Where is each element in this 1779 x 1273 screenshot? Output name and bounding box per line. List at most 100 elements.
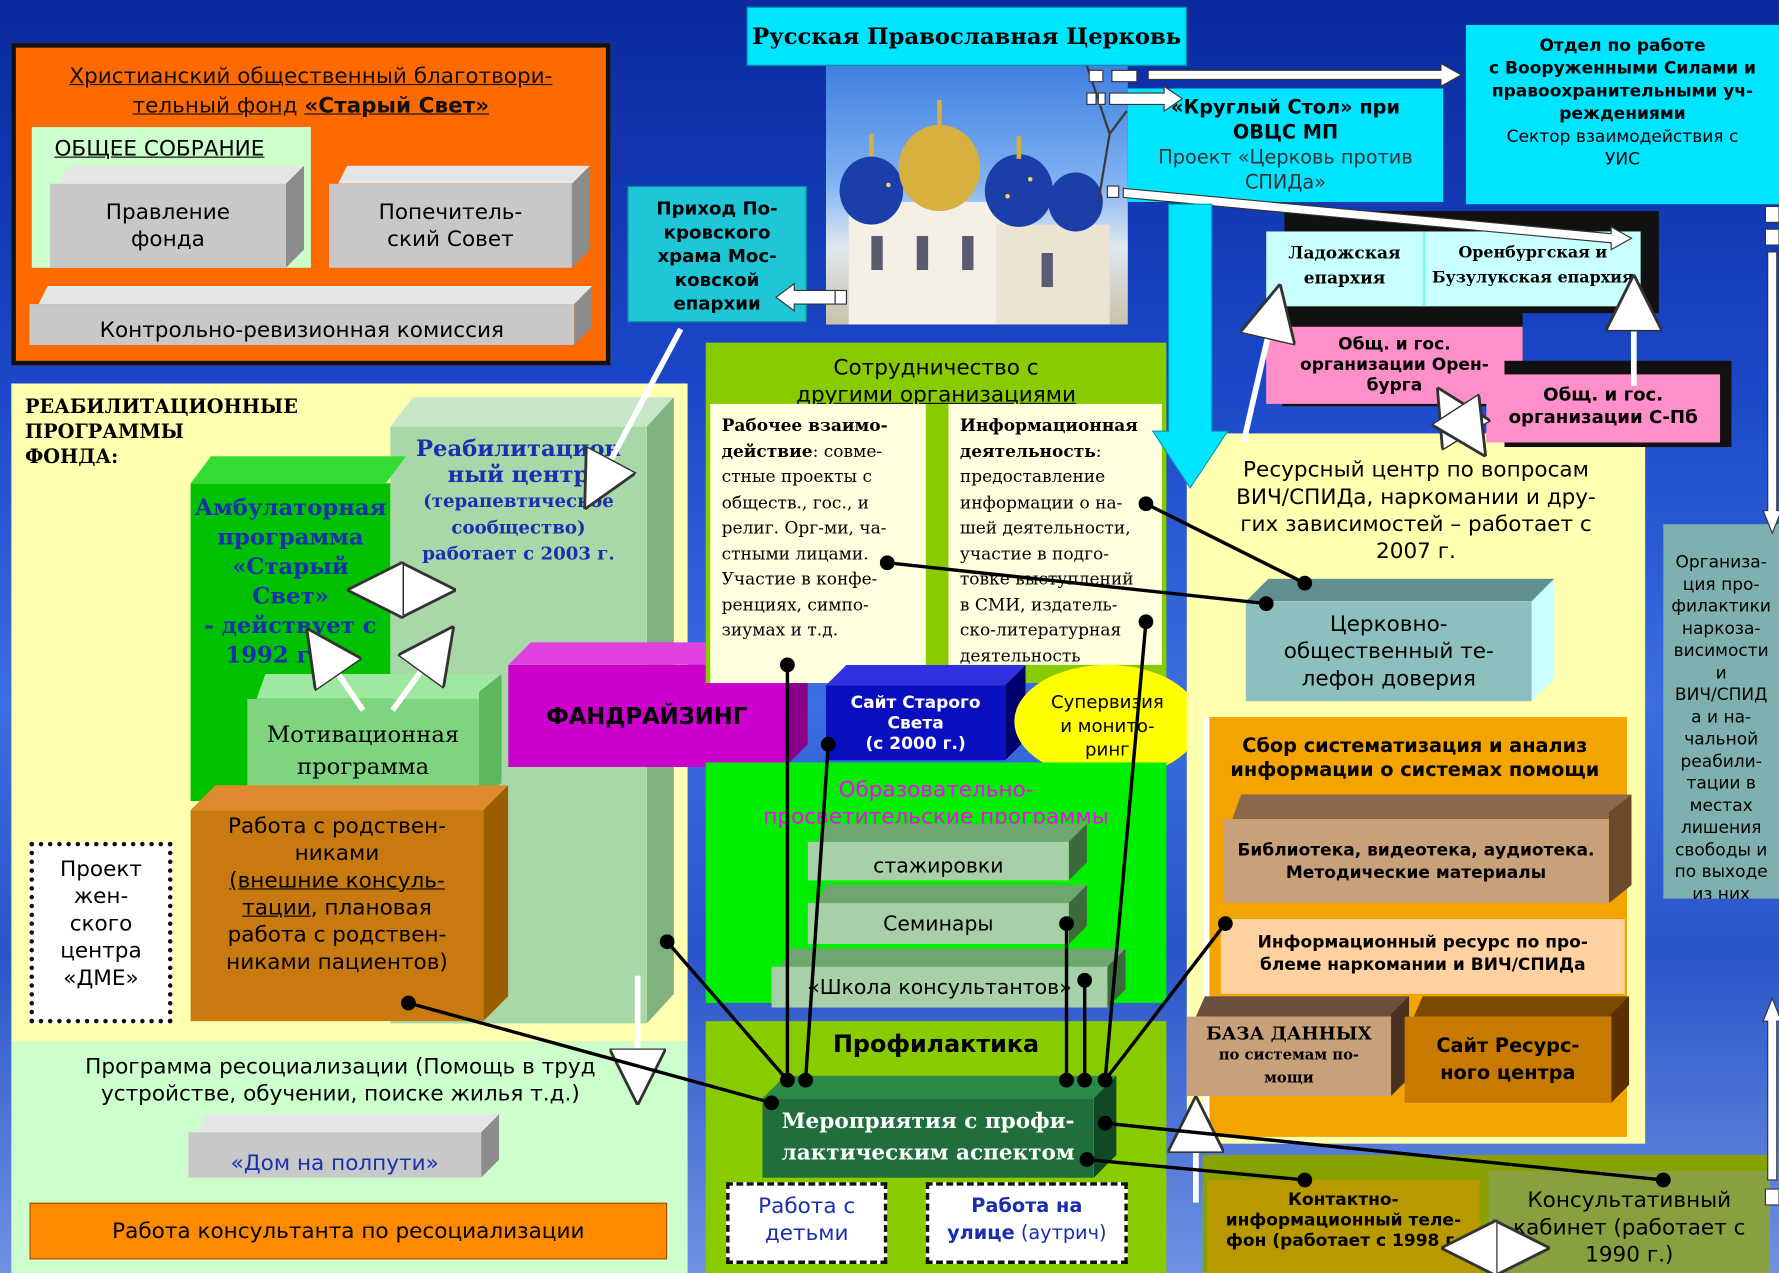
women-project-line1: Проект: [60, 856, 142, 882]
hotline-line3: лефон доверия: [1301, 666, 1476, 691]
relatives-line6: никами пациентов): [226, 949, 448, 975]
consultant-box: Работа консультанта по ресоциализации: [29, 1202, 668, 1260]
fund-title-name: «Старый Свет»: [304, 93, 490, 118]
relatives-line2: никами: [294, 840, 380, 866]
department-line5: Сектор взаимодействия с: [1506, 125, 1739, 147]
round-table-line3: Проект «Церковь против: [1158, 146, 1413, 170]
department-line1: Отдел по работе: [1539, 35, 1706, 56]
department-line4: реждениями: [1559, 103, 1686, 124]
relatives-line4: тации: [242, 895, 311, 921]
resocial-text: Программа ресоциализации (Помощь в труд …: [23, 1053, 658, 1107]
coop-work-line7: ренциях, симпо-: [721, 593, 869, 615]
resocial-line1: Программа ресоциализации (Помощь в труд: [85, 1054, 596, 1080]
hotline-box: Церковно- общественный те- лефон доверия: [1245, 601, 1532, 702]
rehab-center-top: [390, 397, 674, 426]
rehab-heading-line2: ПРОГРАММЫ: [24, 420, 184, 444]
consulting-line2: кабинет (работает с: [1513, 1215, 1746, 1241]
ladoga-line1: Ладожская: [1288, 242, 1401, 264]
children-line2: детьми: [764, 1220, 849, 1246]
rehab-heading-line1: РЕАБИЛИТАЦИОННЫЕ: [24, 395, 298, 419]
library-box: Библиотека, видеотека, аудиотека. Методи…: [1223, 794, 1631, 904]
orenburg-line2: Бузулукская епархия: [1431, 268, 1634, 288]
prisons-line12: местах: [1689, 794, 1753, 816]
resocial-line2: устройстве, обучении, поиске жилья т.д.): [100, 1081, 580, 1107]
ladoga-line2: епархия: [1303, 267, 1386, 289]
supervision-line1: Супервизия: [1050, 690, 1164, 713]
resource-heading: Ресурсный центр по вопросам ВИЧ/СПИДа, н…: [1191, 456, 1640, 565]
prisons-box: Организа- ция про- филактики наркоза- ви…: [1663, 524, 1779, 899]
orgs-spb-line2: организации С-Пб: [1508, 406, 1698, 428]
parish-line2: кровского: [663, 221, 771, 243]
site-line2: Света: [887, 712, 944, 733]
rc-site-line1: Сайт Ресурс-: [1436, 1034, 1580, 1058]
round-table-line1: «Круглый Стол» при: [1170, 96, 1401, 120]
prisons-line4: наркоза-: [1681, 617, 1761, 639]
prisons-line10: реабили-: [1680, 750, 1762, 771]
prisons-line3: филактики: [1671, 595, 1771, 617]
orenburg-box: Оренбургская и Бузулукская епархия: [1425, 231, 1641, 307]
halfway-house-label: «Дом на полпути»: [230, 1150, 439, 1176]
school-label: «Школа консультантов»: [807, 975, 1072, 1000]
motivation-line2: программа: [297, 752, 430, 780]
department-line2: с Вооруженными Силами и: [1489, 57, 1756, 79]
trustees-line2: ский Совет: [387, 226, 514, 252]
rehab-heading: РЕАБИЛИТАЦИОННЫЕ ПРОГРАММЫ ФОНДА:: [25, 395, 298, 470]
resource-heading-line4: 2007 г.: [1376, 538, 1456, 564]
women-project-box: Проект жен- ского центра «ДМЕ»: [29, 841, 173, 1024]
women-project-line5: «ДМЕ»: [63, 965, 139, 991]
prevention-heading-label: Профилактика: [832, 1030, 1040, 1058]
resource-heading-line3: гих зависимостей – работает с: [1240, 511, 1592, 537]
seminars-label: Семинары: [883, 911, 994, 936]
department-box: Отдел по работе с Вооруженными Силами и …: [1465, 24, 1779, 205]
children-box: Работа с детьми: [726, 1182, 888, 1264]
coop-info-bold2: деятельность: [959, 440, 1096, 462]
consulting-line3: 1990 г.): [1585, 1242, 1674, 1268]
supervision-line2: и монито-: [1060, 714, 1155, 737]
prisons-line8: а и на-: [1691, 706, 1752, 727]
resource-heading-line2: ВИЧ/СПИДа, наркомании и дру-: [1236, 484, 1596, 510]
orenburg-line1: Оренбургская и: [1458, 243, 1608, 263]
parish-box: Приход По- кровского храма Мос- ковской …: [627, 186, 807, 323]
contact-phone-line1: Контактно-: [1288, 1189, 1399, 1210]
coop-work-bold: Рабочее взаимо-: [721, 415, 888, 436]
motivation-box: Мотивационная программа: [247, 674, 501, 802]
general-meeting-label: ОБЩЕЕ СОБРАНИЕ: [54, 136, 265, 162]
cyan-down-arrow: [1151, 203, 1229, 489]
black-connectors: [401, 496, 1671, 1188]
orgs-orenburg-line2: организации Орен-: [1300, 353, 1489, 375]
street-box: Работа на улице (аутрич): [925, 1182, 1128, 1264]
coop-info-line8: деятельность: [959, 645, 1081, 666]
school-box: «Школа консультантов»: [771, 949, 1126, 1008]
collection-line1: Сбор систематизация и анализ: [1242, 735, 1588, 758]
prisons-line11: тации в: [1686, 772, 1756, 794]
relatives-side: [483, 785, 508, 1021]
street-rest: (аутрич): [1014, 1221, 1107, 1245]
cooperation-heading-line2: другими организациями: [796, 382, 1077, 408]
rehab-center-text: Реабилитацион ный центр (терапевтическое…: [411, 435, 627, 566]
arrow-to-parish: [775, 282, 836, 313]
site-line3: (с 2000 г.): [865, 732, 966, 754]
contact-phone-line2: информационный теле-: [1225, 1209, 1462, 1230]
trustees-line1: Попечитель-: [378, 199, 523, 225]
parish-line4: ковской: [674, 268, 760, 291]
department-line6: УИС: [1604, 148, 1640, 170]
relatives-line4b: , плановая: [310, 895, 432, 921]
resource-heading-line1: Ресурсный центр по вопросам: [1243, 457, 1589, 483]
prisons-line15: по выходе: [1674, 861, 1768, 882]
orgs-orenburg-line3: бурга: [1366, 374, 1423, 395]
database-line2: по системам по-: [1218, 1047, 1360, 1065]
info-resource-line2: блеме наркомании и ВИЧ/СПИДа: [1260, 954, 1586, 975]
coop-work-line4: религ. Орг-ми, ча-: [721, 517, 887, 538]
ambulatory-line2: программа: [217, 523, 364, 551]
street-line2: улице: [947, 1221, 1015, 1245]
coop-work-line1: : совме-: [812, 440, 883, 462]
fundraising-label: ФАНДРАЙЗИНГ: [546, 702, 748, 730]
database-box: БАЗА ДАННЫХ по системам по- мощи: [1186, 996, 1409, 1097]
round-table-box: «Круглый Стол» при ОВЦС МП Проект «Церко…: [1127, 88, 1444, 202]
orgs-spb-box: Общ. и гос. организации С-Пб: [1486, 374, 1721, 443]
events-top: [762, 1076, 1116, 1099]
hotline-side: [1532, 579, 1555, 702]
relatives-box: [190, 810, 484, 1022]
library-line1: Библиотека, видеотека, аудиотека.: [1237, 839, 1595, 861]
